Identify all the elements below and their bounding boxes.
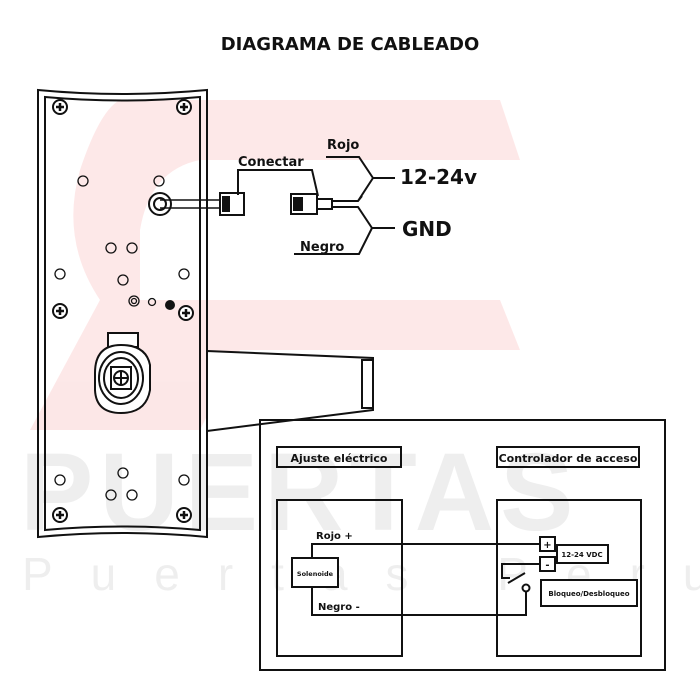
voltage-label: 12-24v [400, 165, 477, 189]
schematic-panel [259, 419, 666, 671]
black-minus-label: Negro - [318, 602, 360, 613]
key-cylinder [94, 332, 151, 415]
page-title: DIAGRAMA DE CABLEADO [221, 34, 480, 55]
access-controller-title: Controlador de acceso [499, 452, 638, 465]
lock-plate [37, 88, 208, 539]
solenoid-label: Solenoide [297, 570, 334, 578]
door-lever [206, 349, 374, 433]
black-wire-label: Negro [300, 240, 344, 255]
lock-unlock-label: Bloqueo/Desbloqueo [548, 590, 629, 598]
watermark-logo: PUERTAS Puertas Peru [20, 100, 700, 600]
minus-terminal: - [545, 560, 549, 571]
connect-label: Conectar [238, 155, 304, 170]
mounting-holes [54, 175, 190, 501]
connector-wiring [148, 156, 395, 255]
red-wire-label: Rojo [327, 138, 359, 153]
ground-label: GND [402, 217, 452, 241]
red-plus-label: Rojo + [316, 531, 353, 542]
power-label: 12-24 VDC [561, 551, 602, 559]
plus-terminal: + [543, 540, 551, 551]
electric-strike-title: Ajuste eléctrico [291, 452, 388, 465]
screw-icon [52, 99, 194, 523]
